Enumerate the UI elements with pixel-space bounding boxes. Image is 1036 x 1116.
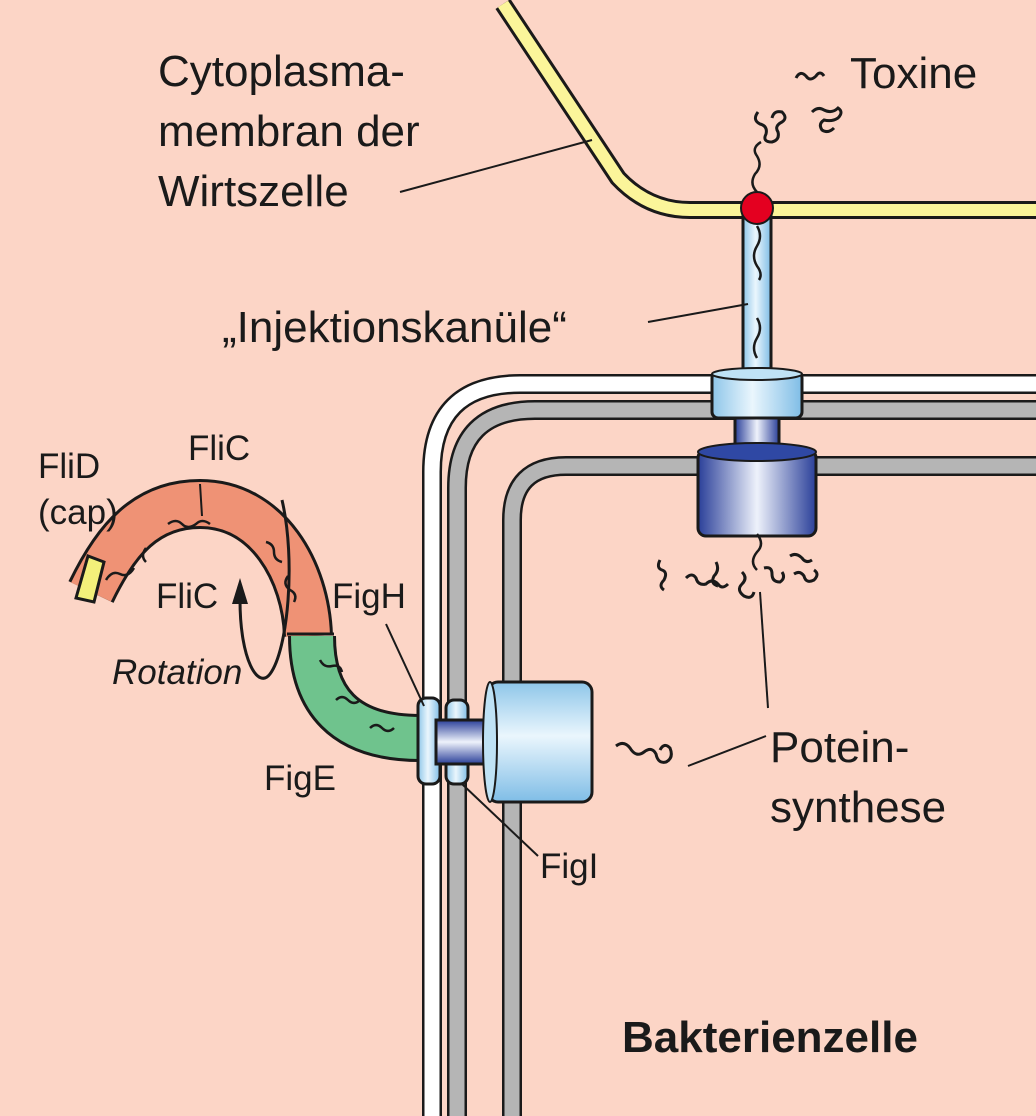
pore — [740, 191, 774, 225]
synthesized-proteins — [656, 552, 819, 599]
bacterial-cell-label: Bakterienzelle — [622, 1013, 918, 1062]
toxin-molecules — [753, 71, 843, 144]
host-membrane-label-line3: Wirtszelle — [158, 167, 349, 216]
rotation-arrow — [238, 499, 291, 680]
flic-top-label: FliC — [188, 429, 250, 468]
host-membrane-label-line1: Cytoplasma- — [158, 47, 405, 96]
flid-label-line2: (cap) — [38, 493, 118, 532]
flid-label-line1: FliD — [38, 447, 100, 486]
host-membrane-label-line2: membran der — [158, 107, 420, 156]
nascent-protein — [615, 741, 673, 764]
bacterial-inner-membrane — [502, 456, 1036, 1116]
bacterial-peptidoglycan — [447, 400, 1036, 1116]
motor-cylinder — [486, 680, 594, 804]
rotation-label: Rotation — [112, 653, 242, 692]
host-cell-membrane — [495, 0, 1036, 219]
leader-lines — [199, 139, 769, 857]
base-cylinder — [696, 448, 818, 538]
injection-needle-apparatus — [696, 140, 818, 571]
bacterial-outer-membrane — [422, 374, 1036, 1116]
protein-synthesis-label-line2: synthese — [770, 783, 946, 832]
figi-label: FigI — [540, 847, 598, 886]
needle-tube — [741, 212, 773, 382]
injection-needle-label: „Injektionskanüle“ — [222, 303, 567, 352]
flagellum — [68, 478, 421, 762]
figh-label: FigH — [332, 577, 406, 616]
flid-cap — [74, 554, 106, 604]
protein-synthesis-label-line1: Potein- — [770, 723, 909, 772]
fige-label: FigE — [264, 759, 336, 798]
toxins-label: Toxine — [850, 49, 977, 98]
flagellar-basal-body — [416, 680, 594, 804]
flic-inner-label: FliC — [156, 577, 218, 616]
